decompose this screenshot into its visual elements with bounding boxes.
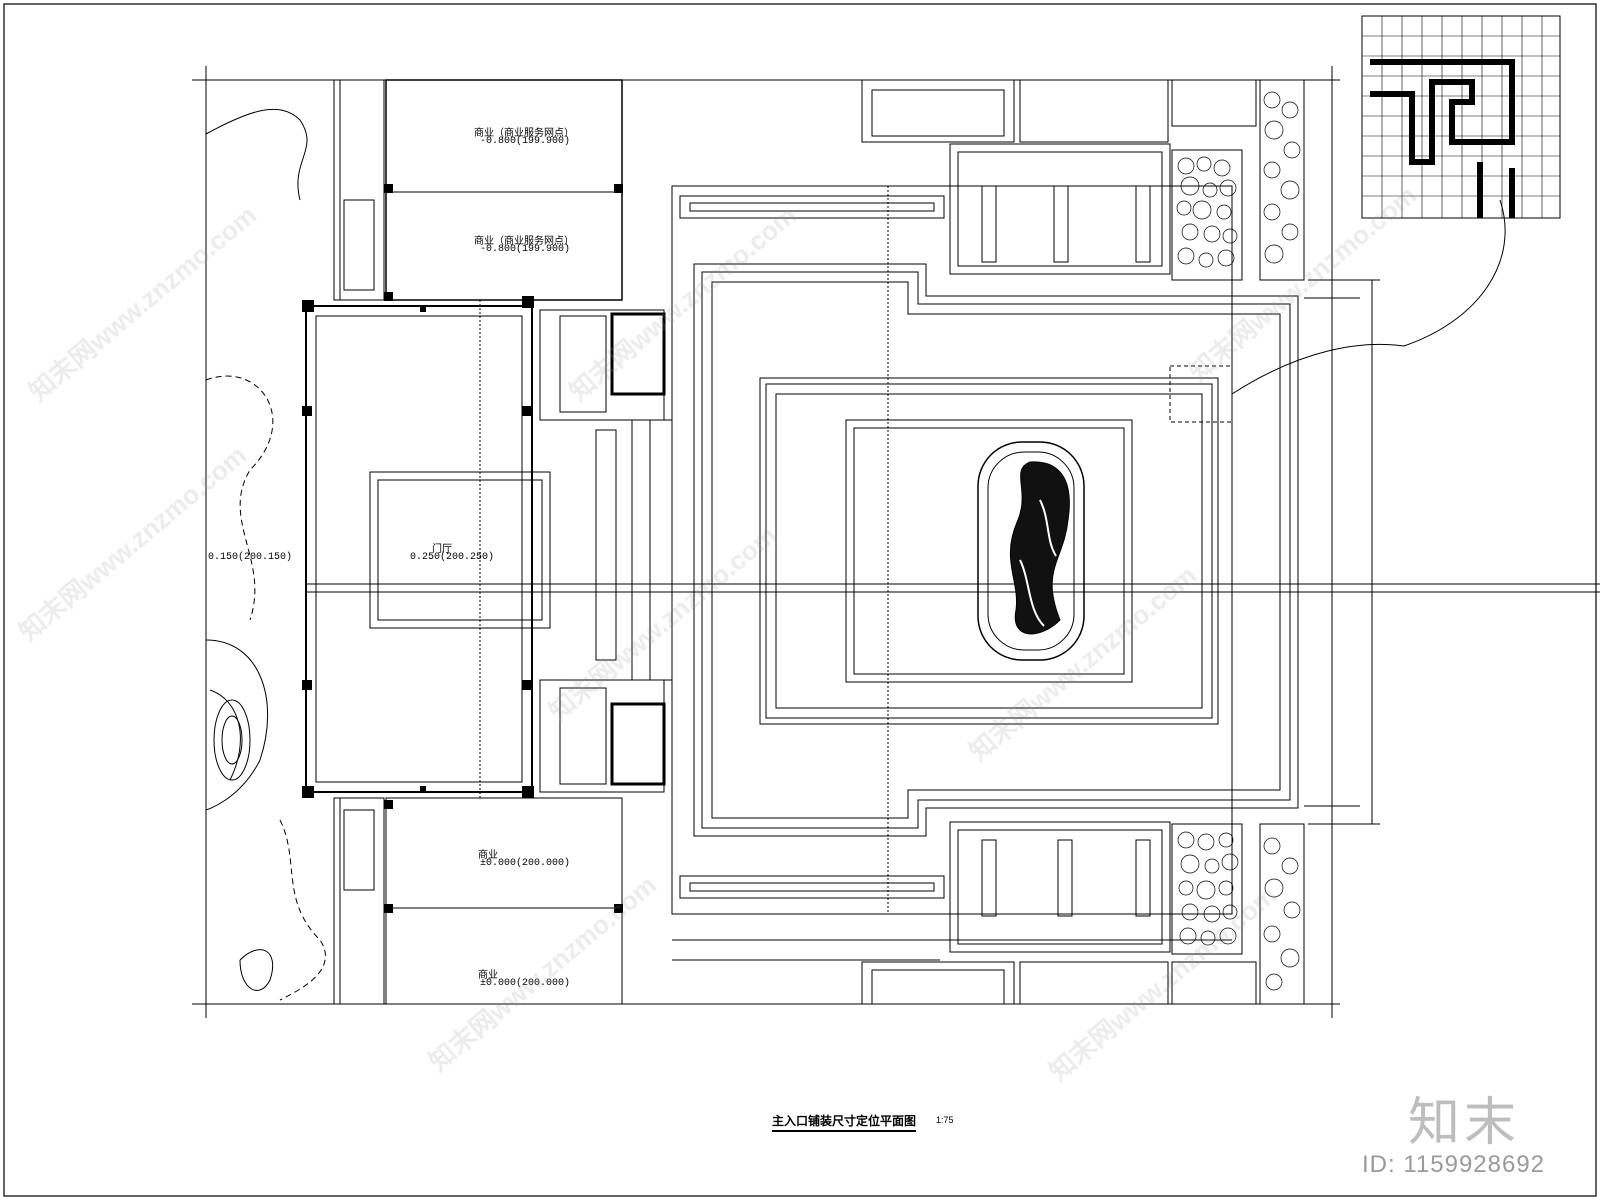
shop-bottom-2-name: 商业 [478,970,498,981]
shop-top-1-elevation: -0.800(199.900) [480,136,571,147]
drawing-scale: 1:75 [936,1115,954,1125]
shop-top-2-name: 商业（商业服务网点） [474,236,574,247]
shop-bottom-2-elevation: ±0.000(200.000) [480,978,571,989]
left-elevation: 0.150(200.150) [208,552,293,563]
hall-elevation: 0.250(200.250) [410,552,495,563]
image-id: ID: 1159928692 [1362,1151,1546,1178]
shop-bottom-1-elevation: ±0.000(200.000) [480,858,571,869]
hall-name: 门厅 [432,544,452,555]
shop-bottom-1-name: 商业 [478,850,498,861]
shop-top-1-name: 商业（商业服务网点） [474,128,574,139]
znzmo-logo: 知末 [1408,1093,1521,1153]
shop-top-2-elevation: -0.800(199.900) [480,244,571,255]
drawing-title: 主入口铺装尺寸定位平面图 [772,1112,917,1132]
